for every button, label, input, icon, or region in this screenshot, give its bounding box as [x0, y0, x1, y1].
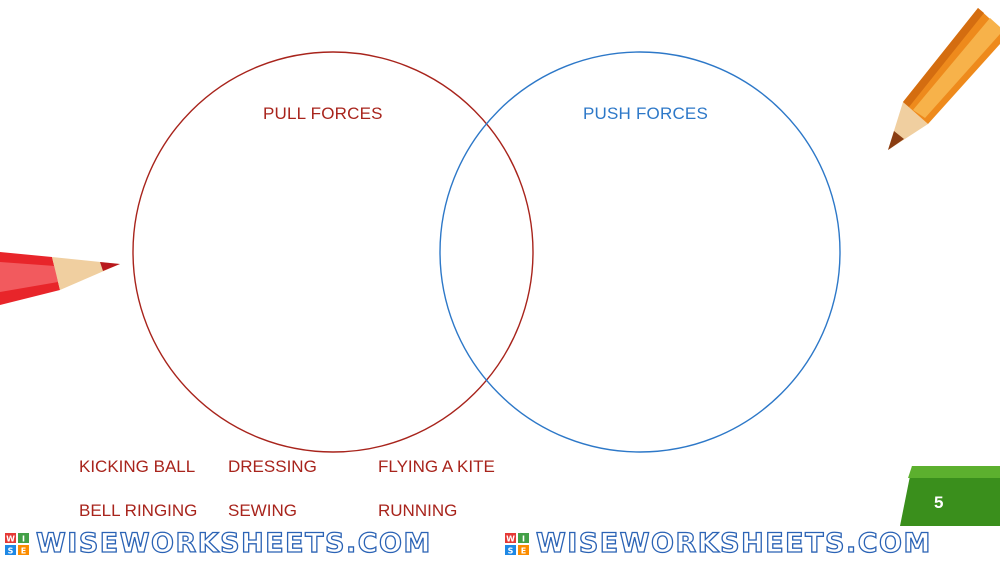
- brand-watermark-text: WISEWORKSHEETS.COM: [535, 527, 932, 559]
- logo-letter: S: [508, 547, 514, 556]
- wiseworksheets-logo-icon: W I S E: [505, 533, 529, 555]
- logo-letter: I: [522, 535, 525, 544]
- logo-letter: E: [21, 547, 26, 556]
- logo-letter: E: [521, 547, 526, 556]
- slide-number: 5: [934, 493, 944, 512]
- push-forces-label: PUSH FORCES: [583, 104, 708, 123]
- word-card[interactable]: RUNNING: [378, 501, 458, 520]
- brand-watermark-text: WISEWORKSHEETS.COM: [35, 527, 432, 559]
- push-forces-circle[interactable]: [439, 51, 841, 453]
- word-card[interactable]: BELL RINGING: [79, 501, 198, 520]
- word-card[interactable]: DRESSING: [228, 457, 317, 476]
- logo-letter: S: [8, 547, 14, 556]
- logo-letter: I: [22, 535, 25, 544]
- pull-forces-label: PULL FORCES: [263, 104, 383, 123]
- wiseworksheets-logo-icon: W I S E: [5, 533, 29, 555]
- logo-letter: W: [6, 535, 15, 544]
- word-card[interactable]: FLYING A KITE: [378, 457, 495, 476]
- pull-forces-circle[interactable]: [132, 51, 534, 453]
- logo-letter: W: [506, 535, 515, 544]
- footer-banner: W I S E WISEWORKSHEETS.COM W I S E WISEW…: [0, 526, 1000, 562]
- word-card[interactable]: KICKING BALL: [79, 457, 196, 476]
- slide-number-tab: [900, 466, 1000, 526]
- word-card[interactable]: SEWING: [228, 501, 297, 520]
